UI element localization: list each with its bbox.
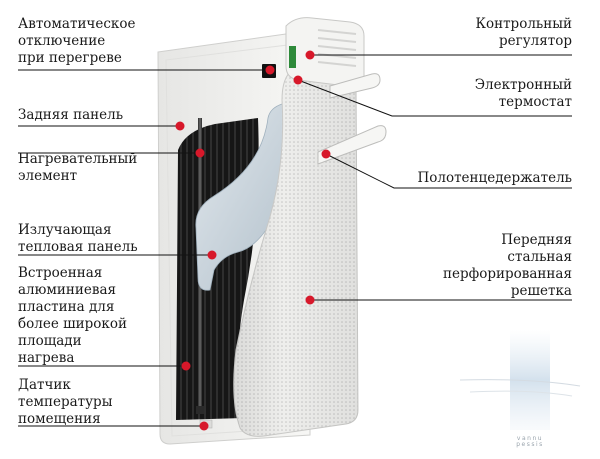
watermark-line1: vannu: [516, 435, 544, 442]
leader-lines: [18, 54, 572, 427]
towel-holder: [317, 73, 387, 165]
marker-room-sensor: [199, 421, 209, 431]
label-front-grille: Передняя стальная перфорированная решетк…: [443, 232, 572, 299]
marker-auto-shutoff: [265, 65, 275, 75]
watermark-line2: pessis: [516, 441, 544, 448]
marker-control-knob: [305, 50, 315, 60]
label-control-knob: Контрольный регулятор: [475, 16, 572, 49]
watermark-logo: [459, 330, 581, 430]
watermark-text: vannu pessis: [500, 436, 560, 448]
label-auto-shutoff: Автоматическое отключение при перегреве: [18, 16, 136, 66]
marker-thermostat: [293, 75, 303, 85]
control-knob-display: [289, 46, 296, 68]
marker-radiant-panel: [207, 250, 217, 260]
control-housing: [285, 17, 365, 87]
label-room-sensor: Датчик температуры помещения: [18, 377, 113, 427]
marker-aluminium-plate: [181, 361, 191, 371]
label-radiant-panel: Излучающая тепловая панель: [18, 222, 138, 255]
label-aluminium-plate: Встроенная алюминиевая пластина для боле…: [18, 265, 127, 366]
marker-heating-element: [195, 148, 205, 158]
markers: [175, 50, 331, 431]
label-back-panel: Задняя панель: [18, 107, 124, 123]
marker-back-panel: [175, 121, 185, 131]
marker-front-grille: [305, 295, 315, 305]
label-towel-holder: Полотенцедержатель: [417, 170, 572, 186]
marker-towel-holder: [321, 149, 331, 159]
label-thermostat: Электронный термостат: [474, 77, 572, 110]
label-heating-element: Нагревательный элемент: [18, 151, 138, 184]
